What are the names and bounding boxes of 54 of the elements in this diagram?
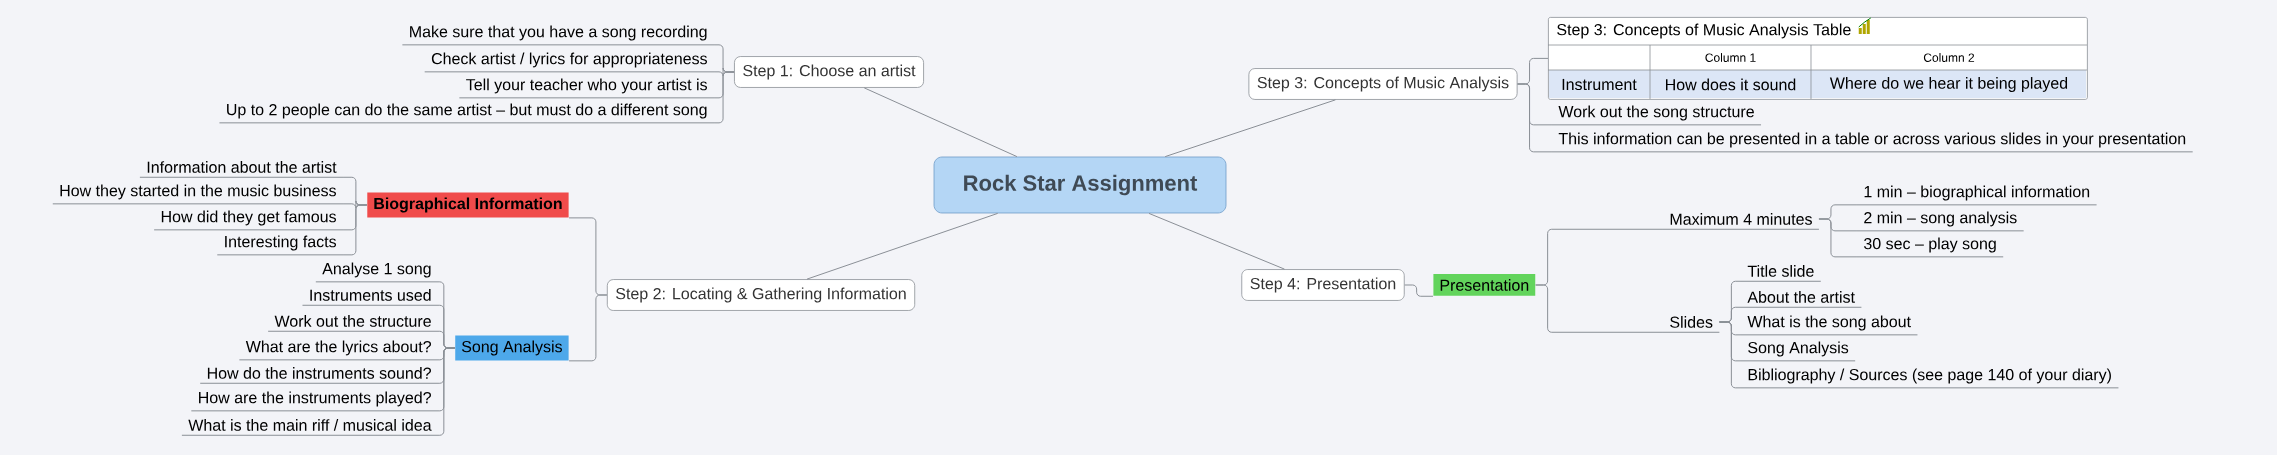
connector: [713, 71, 735, 124]
topic-box: Step 1: Choose an artist: [734, 56, 924, 88]
central-topic-box: Rock Star Assignment: [933, 156, 1227, 214]
highlighted-topic: Presentation: [1433, 274, 1536, 296]
underlined-topic: Maximum 4 minutes: [1662, 213, 1820, 230]
connector: [1164, 99, 1336, 158]
underlined-topic: How did they get famous: [153, 210, 344, 231]
underlined-topic: Analyse 1 song: [315, 262, 439, 283]
highlighted-topic: Biographical Information: [367, 192, 569, 218]
table-cell: Instrument: [1562, 78, 1637, 91]
underlined-topic: 1 min – biographical information: [1856, 185, 2098, 206]
underlined-topic: Slides: [1662, 316, 1720, 333]
table-cell: How does it sound: [1666, 78, 1796, 91]
underlined-topic: How they started in the music business: [52, 184, 344, 205]
underlined-topic: How are the instruments played?: [190, 391, 439, 412]
connector: [806, 212, 999, 280]
connector: [1404, 284, 1434, 297]
underlined-topic: Up to 2 people can do the same artist – but must do a different song: [218, 103, 715, 124]
underlined-topic: 2 min – song analysis: [1856, 211, 2025, 232]
underlined-topic: Check artist / lyrics for appropriateness: [424, 52, 715, 73]
highlighted-topic: Song Analysis: [455, 335, 569, 361]
underlined-topic: About the artist: [1740, 291, 1862, 308]
column-header: Column 2: [1923, 53, 1975, 62]
underlined-topic: Song Analysis: [1740, 341, 1856, 362]
underlined-topic: Information about the artist: [139, 161, 344, 178]
underlined-topic: Instruments used: [302, 289, 439, 306]
connector: [1718, 321, 1742, 389]
connector: [1818, 218, 1858, 258]
connector: [863, 87, 1018, 158]
underlined-topic: What is the main riff / musical idea: [181, 419, 439, 436]
underlined-topic: Bibliography / Sources (see page 140 of your diary): [1740, 368, 2119, 389]
underlined-topic: Title slide: [1740, 265, 1822, 282]
topic-box: Step 4: Presentation: [1241, 269, 1405, 301]
underlined-topic: Interesting facts: [216, 235, 344, 256]
connector: [437, 347, 456, 436]
underlined-topic: 30 sec – play song: [1856, 237, 2004, 258]
underlined-topic: How do the instruments sound?: [199, 367, 439, 384]
connector: [1148, 212, 1285, 270]
connector: [568, 294, 608, 362]
connector: [342, 204, 368, 256]
column-header: Column 1: [1705, 53, 1756, 62]
underlined-topic: Work out the structure: [267, 315, 439, 332]
connector: [1517, 83, 1553, 153]
topic-box: Step 2: Locating & Gathering Information: [606, 279, 916, 311]
connector: [1535, 284, 1664, 333]
underlined-topic: This information can be presented in a table or across various slides in your presentation: [1551, 132, 2194, 153]
table-title: Step 3: Concepts of Music Analysis Table: [1557, 23, 1851, 39]
table-cell: Where do we hear it being played: [1829, 77, 2068, 92]
topic-box: Step 3: Concepts of Music Analysis: [1248, 68, 1518, 100]
underlined-topic: What are the lyrics about?: [238, 340, 439, 361]
underlined-topic: Tell your teacher who your artist is: [458, 78, 715, 99]
underlined-topic: Work out the song structure: [1551, 105, 1762, 126]
underlined-topic: What is the song about: [1740, 315, 1918, 336]
underlined-topic: Make sure that you have a song recording: [401, 25, 715, 46]
